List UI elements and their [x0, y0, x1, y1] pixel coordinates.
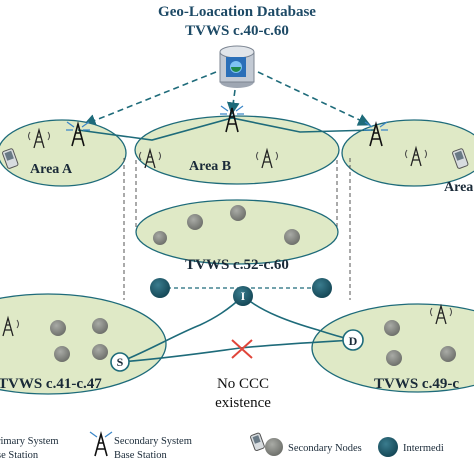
source-node-label: S [117, 355, 124, 369]
route-i-to-d [242, 295, 354, 341]
center-cluster-label: TVWS c.52-c.60 [185, 257, 289, 273]
intermediate-node [150, 278, 170, 298]
primary-base-station-icon [28, 127, 50, 149]
legend-intermediate-node-icon [378, 437, 398, 457]
center-cluster-ellipse [135, 199, 339, 265]
backbone-link [77, 117, 375, 141]
legend-secondary-label-1: Secondary System [114, 436, 192, 447]
database-icon [219, 45, 255, 88]
legend-primary-label-1: rimary System [0, 436, 59, 447]
intermediate-node [312, 278, 332, 298]
primary-base-station-icon [2, 315, 19, 337]
destination-node: D [342, 329, 364, 351]
area-c-ellipse [341, 119, 474, 187]
existence-text: existence [215, 395, 271, 411]
secondary-node [386, 350, 402, 366]
secondary-node [187, 214, 203, 230]
secondary-base-station-icon [364, 120, 388, 147]
db-link-area-a [83, 71, 217, 127]
db-link-area-c [257, 71, 371, 126]
route-s-to-i [119, 295, 244, 363]
primary-base-station-icon [430, 303, 452, 325]
no-ccc-text: No CCC [217, 376, 269, 392]
area-b-label: Area B [189, 159, 231, 174]
destination-node-label: D [349, 334, 358, 348]
legend-secondary-label-2: Base Station [114, 450, 168, 461]
right-cluster-ellipse [311, 303, 474, 393]
legend-secondary-node-icon [265, 438, 283, 456]
right-cluster-label: TVWS c.49-c [374, 376, 459, 392]
source-node: S [110, 352, 130, 372]
secondary-node [54, 346, 70, 362]
intermediate-node-label: I [241, 289, 246, 303]
primary-base-station-icon [139, 147, 161, 169]
legend: rimary System se Station Secondary Syste… [0, 430, 444, 461]
area-c-label: Area [444, 180, 473, 195]
database-channels: TVWS c.40-c.60 [185, 23, 289, 39]
secondary-node [92, 318, 108, 334]
secondary-base-station-icon [220, 105, 244, 133]
legend-primary-label-2: se Station [0, 450, 39, 461]
secondary-node [153, 231, 167, 245]
broken-link-icon [231, 339, 253, 359]
phone-icon [2, 148, 19, 169]
legend-intermediate-label: Intermedi [403, 443, 444, 454]
primary-base-station-icon [256, 147, 278, 169]
secondary-node [230, 205, 246, 221]
secondary-node [440, 346, 456, 362]
diagram-title: Geo-Loacation Database [158, 4, 316, 20]
secondary-base-station-icon [66, 120, 90, 147]
primary-base-station-icon [405, 145, 427, 167]
legend-nodes-label: Secondary Nodes [288, 443, 362, 454]
secondary-node [284, 229, 300, 245]
left-cluster-label: TVWS c.41-c.47 [0, 376, 102, 392]
legend-secondary-base-station-icon [89, 430, 113, 457]
secondary-node [92, 344, 108, 360]
secondary-node [384, 320, 400, 336]
legend-phone-icon [250, 432, 265, 451]
phone-icon [452, 148, 469, 169]
area-b-ellipse [134, 115, 340, 185]
db-link-area-b [226, 89, 240, 116]
area-a-ellipse [0, 119, 127, 187]
area-a-label: Area A [30, 162, 73, 177]
secondary-node [50, 320, 66, 336]
intermediate-relay-node: I [233, 286, 253, 306]
